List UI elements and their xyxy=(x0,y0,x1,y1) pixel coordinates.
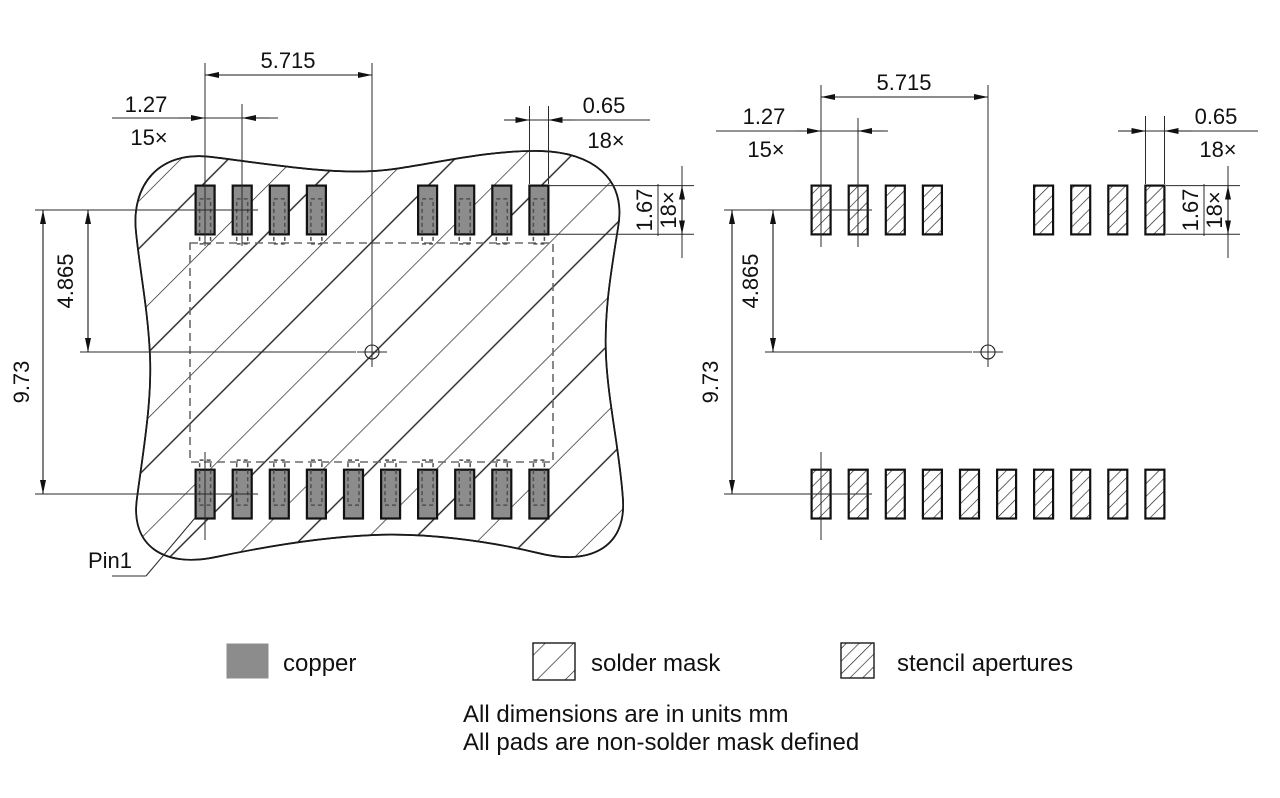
dim-pad-width-count-label: 18× xyxy=(587,128,624,153)
dim-row-span-label: 9.73 xyxy=(698,361,723,404)
dim-span: 5.715 xyxy=(205,48,372,78)
stencil-aperture xyxy=(1107,468,1129,520)
stencil-apertures-swatch xyxy=(840,642,875,679)
stencil-aperture xyxy=(1107,184,1129,236)
copper-pad xyxy=(454,184,476,236)
stencil-aperture xyxy=(1032,468,1055,520)
copper-view: 5.715 1.27 15× 0.65 18× 1.67 18× xyxy=(9,48,694,577)
dim-pitch: 1.27 15× xyxy=(716,104,888,162)
center-mark xyxy=(357,337,387,367)
dim-row-offset: 4.865 xyxy=(53,210,91,352)
copper-pad xyxy=(268,184,290,236)
dim-row-span-label: 9.73 xyxy=(9,361,34,404)
stencil-aperture xyxy=(884,468,906,520)
stencil-aperture xyxy=(921,468,944,520)
dim-pitch-label: 1.27 xyxy=(125,92,168,117)
copper-pad xyxy=(528,184,550,236)
dim-pitch-count-label: 15× xyxy=(130,125,167,150)
stencil-aperture xyxy=(1070,184,1092,236)
copper-pad xyxy=(491,468,513,520)
legend-item-solder-mask: solder mask xyxy=(532,642,721,681)
dim-pitch: 1.27 15× xyxy=(112,92,278,150)
legend-item-copper: copper xyxy=(226,643,356,679)
solder-mask-swatch xyxy=(532,642,576,681)
dim-pad-height-count-label: 18× xyxy=(1202,191,1227,228)
dim-pad-height: 1.67 18× xyxy=(632,166,685,258)
legend-copper-label: copper xyxy=(283,650,356,677)
copper-pad xyxy=(305,184,327,236)
stencil-aperture xyxy=(1144,468,1166,520)
pin1-label: Pin1 xyxy=(88,548,132,573)
dim-span: 5.715 xyxy=(821,70,988,100)
dim-pad-height-count-label: 18× xyxy=(656,191,681,228)
dim-pad-width-label: 0.65 xyxy=(583,93,626,118)
copper-pad xyxy=(454,468,476,520)
stencil-aperture xyxy=(921,184,944,236)
dim-pad-width: 0.65 18× xyxy=(504,93,650,153)
legend-stencil-apertures-label: stencil apertures xyxy=(897,650,1073,677)
dim-row-span: 9.73 xyxy=(698,210,735,494)
dim-row-offset: 4.865 xyxy=(738,210,776,352)
copper-pad xyxy=(417,184,439,236)
copper-pad xyxy=(528,468,550,520)
dim-pad-height: 1.67 18× xyxy=(1178,166,1231,258)
dim-pad-width: 0.65 18× xyxy=(1118,104,1258,162)
stencil-aperture xyxy=(884,184,906,236)
copper-pad xyxy=(380,468,402,520)
stencil-aperture xyxy=(1032,184,1055,236)
copper-pad xyxy=(305,468,327,520)
dim-pad-height-label: 1.67 xyxy=(1178,189,1203,232)
dim-row-offset-label: 4.865 xyxy=(738,253,763,308)
legend: copper solder mask stencil apertures xyxy=(226,642,1073,681)
board-outline xyxy=(134,150,624,561)
dim-pitch-count-label: 15× xyxy=(747,137,784,162)
copper-pad xyxy=(491,184,513,236)
copper-pad xyxy=(268,468,290,520)
dim-pad-width-count-label: 18× xyxy=(1199,137,1236,162)
note-units: All dimensions are in units mm xyxy=(463,701,788,728)
center-mark xyxy=(973,337,1003,367)
dim-span-label: 5.715 xyxy=(260,48,315,73)
copper-pad xyxy=(417,468,439,520)
dim-row-offset-label: 4.865 xyxy=(53,253,78,308)
stencil-aperture xyxy=(995,468,1018,520)
dim-span-label: 5.715 xyxy=(876,70,931,95)
dim-pad-width-label: 0.65 xyxy=(1195,104,1238,129)
notes: All dimensions are in units mm All pads … xyxy=(463,701,859,756)
note-nsmd: All pads are non-solder mask defined xyxy=(463,729,859,756)
pin1-callout: Pin1 xyxy=(88,517,196,577)
stencil-aperture xyxy=(1070,468,1092,520)
copper-pad xyxy=(342,468,365,520)
dim-row-span: 9.73 xyxy=(9,210,46,494)
copper-swatch xyxy=(226,643,269,679)
legend-item-stencil-apertures: stencil apertures xyxy=(840,642,1073,679)
dim-pad-height-label: 1.67 xyxy=(632,189,657,232)
legend-solder-mask-label: solder mask xyxy=(591,650,721,677)
stencil-aperture xyxy=(1144,184,1166,236)
stencil-view: 5.715 1.27 15× 0.65 18× 1.67 18× xyxy=(698,70,1258,540)
dim-pitch-label: 1.27 xyxy=(743,104,786,129)
stencil-aperture xyxy=(958,468,981,520)
